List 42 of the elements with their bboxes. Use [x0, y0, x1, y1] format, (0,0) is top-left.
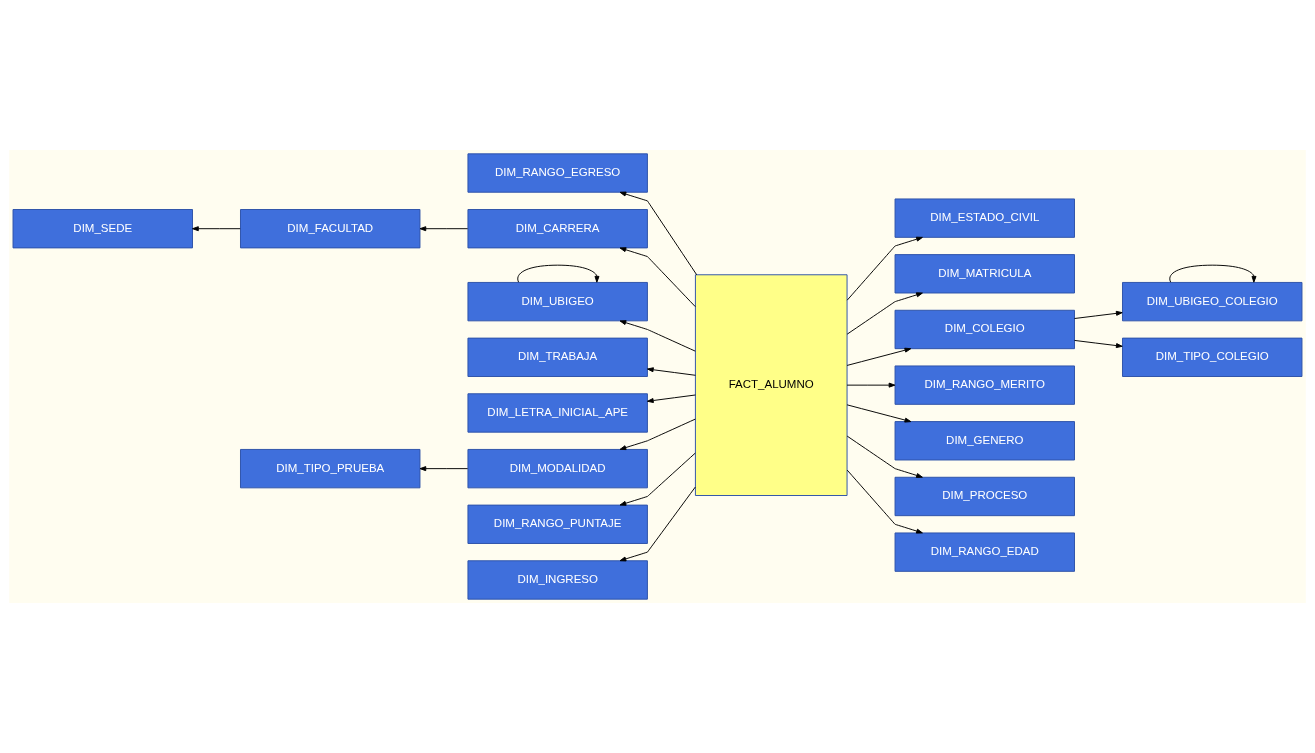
- arrow: [846, 236, 923, 301]
- arrow: [419, 226, 469, 232]
- node-box: DIM_SEDE: [12, 209, 193, 249]
- node-box: DIM_RANGO_MERITO: [894, 365, 1075, 405]
- node-box: DIM_GENERO: [894, 421, 1075, 461]
- arrow: [846, 404, 912, 423]
- arrow: [619, 191, 698, 276]
- node-box: DIM_TIPO_PRUEBA: [240, 448, 421, 489]
- node-box: DIM_UBIGEO: [467, 281, 648, 322]
- arrow: [1074, 310, 1123, 319]
- arrow: [647, 394, 696, 404]
- arrow: [846, 469, 923, 534]
- node-box: DIM_COLEGIO: [894, 309, 1075, 350]
- arrow: [619, 247, 696, 308]
- arrow: [846, 435, 923, 478]
- arrow: [846, 292, 923, 335]
- node-box: DIM_ESTADO_CIVIL: [894, 198, 1075, 238]
- arrow: [1074, 339, 1123, 349]
- node-box: DIM_RANGO_EDAD: [894, 532, 1075, 572]
- node-box: DIM_LETRA_INICIAL_APE: [467, 393, 648, 433]
- node-box: DIM_INGRESO: [467, 560, 648, 600]
- node-box: DIM_MODALIDAD: [467, 448, 648, 489]
- arrow: [647, 367, 696, 376]
- arrow: [846, 382, 896, 388]
- arrow: [619, 418, 696, 451]
- node-box: FACT_ALUMNO: [694, 274, 848, 496]
- node-box: DIM_RANGO_EGRESO: [467, 153, 648, 193]
- node-box: DIM_TRABAJA: [467, 337, 648, 377]
- arrow: [1169, 264, 1257, 283]
- node-box: DIM_RANGO_PUNTAJE: [467, 504, 648, 544]
- arrow: [619, 452, 696, 506]
- node-box: DIM_CARRERA: [467, 209, 648, 249]
- node-box: DIM_FACULTAD: [240, 209, 421, 249]
- arrow: [846, 347, 912, 366]
- arrow: [619, 320, 696, 352]
- node-box: DIM_TIPO_COLEGIO: [1122, 337, 1303, 377]
- node-box: DIM_PROCESO: [894, 476, 1075, 517]
- arrow: [419, 466, 469, 472]
- node-box: DIM_MATRICULA: [894, 254, 1075, 294]
- node-box: DIM_UBIGEO_COLEGIO: [1122, 281, 1303, 322]
- arrow: [619, 486, 696, 562]
- arrow: [192, 226, 241, 232]
